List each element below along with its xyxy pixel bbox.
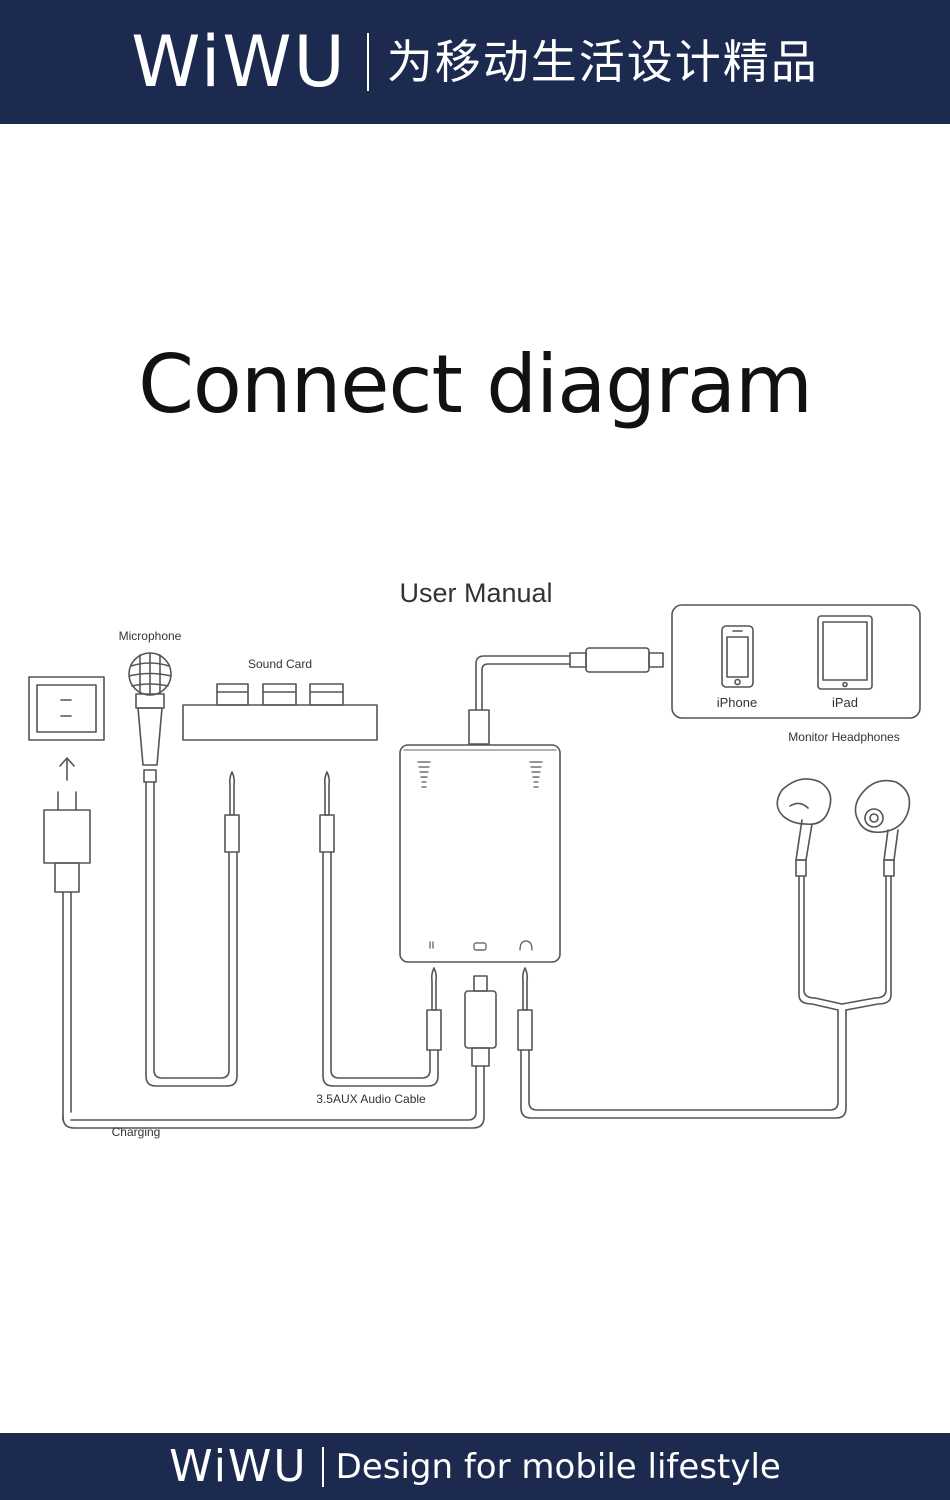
footer-brand-text: WiWU — [169, 1440, 308, 1492]
brand-logo: WiWU — [131, 27, 347, 97]
microphone-label: Microphone — [119, 629, 182, 643]
footer-divider — [321, 1446, 324, 1487]
aux-plug-right-icon — [319, 771, 439, 1087]
aux-cable-label: 3.5AUX Audio Cable — [316, 1092, 426, 1106]
device-panel-icon — [671, 604, 921, 719]
brand-text: WiWU — [131, 21, 347, 103]
footer-brand-logo: WiWU — [169, 1444, 307, 1489]
earphones-icon — [776, 778, 911, 1011]
connect-diagram: User Manual Microphone Sound Card iPhone… — [28, 578, 921, 1139]
header-banner: WiWU 为移动生活设计精品 — [0, 0, 950, 124]
headphone-aux-plug-icon — [517, 967, 847, 1119]
user-manual-heading: User Manual — [399, 578, 552, 608]
sound-card-icon — [182, 683, 378, 741]
mic-aux-plug-icon — [426, 967, 442, 1051]
audio-interface-icon — [399, 744, 561, 963]
wall-socket-icon — [28, 676, 105, 741]
header-divider — [366, 33, 369, 91]
monitor-headphones-label: Monitor Headphones — [788, 730, 899, 744]
microphone-icon — [128, 652, 238, 1087]
page-title: Connect diagram — [138, 338, 813, 431]
charger-plug-icon — [43, 791, 91, 1121]
footer-banner: WiWU Design for mobile lifestyle — [0, 1433, 950, 1500]
lightning-cable-top-icon — [468, 647, 664, 745]
charging-label: Charging — [112, 1125, 161, 1139]
ipad-label: iPad — [832, 695, 858, 710]
sound-card-label: Sound Card — [248, 657, 312, 671]
aux-plug-left-icon — [224, 771, 240, 853]
arrow-up-icon — [59, 757, 75, 781]
charging-lightning-plug-icon — [62, 975, 497, 1129]
iphone-label: iPhone — [717, 695, 757, 710]
header-slogan: 为移动生活设计精品 — [386, 35, 819, 89]
footer-slogan: Design for mobile lifestyle — [335, 1446, 781, 1487]
